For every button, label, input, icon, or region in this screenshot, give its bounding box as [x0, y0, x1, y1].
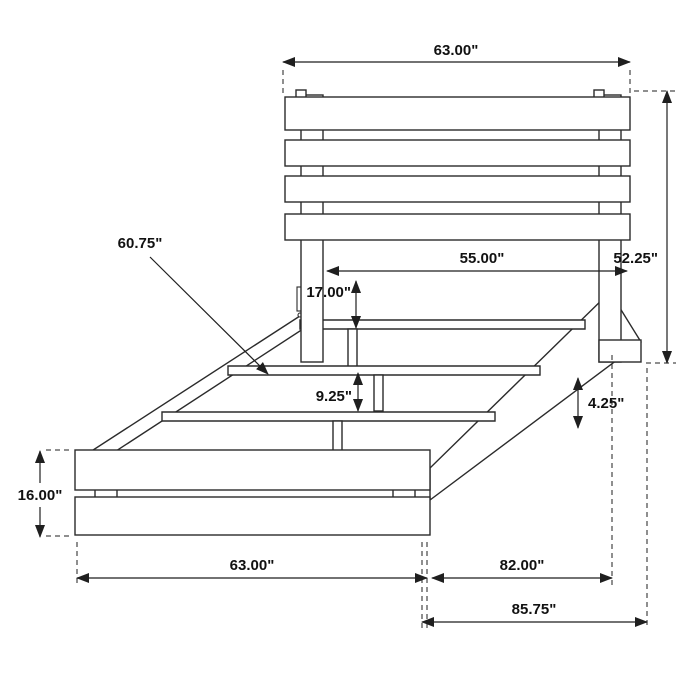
- dim-footboard-width: 63.00": [76, 542, 428, 630]
- dim-label-footboard-width: 63.00": [230, 557, 275, 574]
- dim-label-headboard-leg-height: 17.00": [306, 284, 351, 301]
- dim-rail-height: 4.25": [573, 377, 624, 429]
- dim-footboard-height: 16.00": [18, 449, 72, 538]
- far-side-rail: [89, 312, 304, 470]
- headboard: [284, 89, 642, 363]
- dim-label-slat-width: 60.75": [118, 235, 163, 252]
- front-slat-support-leg: [332, 420, 343, 454]
- front-slat: [161, 411, 496, 422]
- middle-slat: [227, 365, 541, 376]
- headboard-slat-2: [284, 139, 631, 167]
- back-slat-support-leg: [347, 328, 358, 368]
- dim-headboard-height: 52.25": [613, 90, 676, 364]
- dim-headboard-leg-height: 17.00": [306, 280, 361, 329]
- dim-overall-length: 85.75": [421, 368, 648, 629]
- headboard-slat-3: [284, 175, 631, 203]
- dim-label-inner-width: 55.00": [460, 250, 505, 267]
- dim-slat-support-height: 9.25": [316, 372, 363, 412]
- headboard-slat-1: [284, 96, 631, 131]
- dim-slat-width: 60.75": [118, 235, 269, 375]
- footboard: [74, 449, 431, 536]
- dim-rail-length: 82.00": [431, 355, 613, 586]
- dim-inner-width: 55.00": [326, 250, 628, 276]
- dim-label-overall-length: 85.75": [512, 601, 557, 618]
- back-slat: [299, 319, 586, 330]
- dim-label-rail-height: 4.25": [588, 395, 624, 412]
- headboard-slat-4: [284, 213, 631, 241]
- dim-label-footboard-height: 16.00": [18, 487, 63, 504]
- footboard-lower-board: [74, 496, 431, 536]
- mattress-slats: [161, 319, 586, 454]
- side-rails: [89, 290, 642, 502]
- dim-label-rail-length: 82.00": [500, 557, 545, 574]
- dim-label-headboard-width: 63.00": [434, 42, 479, 59]
- middle-slat-support-leg: [373, 374, 384, 412]
- headboard-right-foot: [598, 339, 642, 363]
- dim-label-headboard-height: 52.25": [613, 250, 658, 267]
- dim-headboard-width: 63.00": [282, 42, 631, 93]
- dim-label-slat-support-height: 9.25": [316, 388, 352, 405]
- footboard-gap-legs: [94, 490, 416, 497]
- footboard-upper-board: [74, 449, 431, 491]
